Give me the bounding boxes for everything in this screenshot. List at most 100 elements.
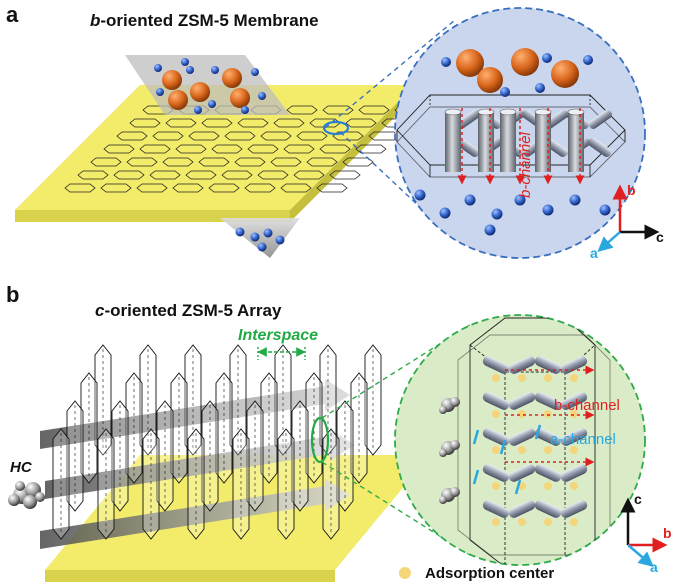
axis-b-c-label: c [634, 491, 642, 507]
grid-hexagon [211, 144, 243, 154]
large-molecule [222, 68, 242, 88]
panel-b-title: c-oriented ZSM-5 Array [95, 302, 281, 319]
adsorption-center [492, 410, 500, 418]
channel-opening [534, 108, 552, 116]
grid-hexagon [165, 118, 197, 128]
grid-hexagon [100, 183, 132, 193]
grid-hexagon [90, 157, 122, 167]
grid-hexagon [306, 157, 338, 167]
a-channel-marker [514, 479, 522, 495]
adsorption-center [518, 374, 526, 382]
adsorption-center [544, 410, 552, 418]
large-molecule [190, 82, 210, 102]
large-molecule [162, 70, 182, 90]
small-molecule [156, 88, 164, 96]
adsorption-center [570, 482, 578, 490]
grid-hexagon [257, 170, 289, 180]
grid-hexagon [198, 157, 230, 167]
small-molecule [208, 100, 216, 108]
zigzag-channel [508, 428, 536, 446]
grid-hexagon [221, 170, 253, 180]
grid-hexagon [185, 170, 217, 180]
small-molecule [258, 92, 266, 100]
grid-hexagon [234, 157, 266, 167]
zigzag-channel [534, 392, 562, 410]
grid-hexagon [345, 118, 377, 128]
grid-hexagon [237, 118, 269, 128]
panel-a-title: b-oriented ZSM-5 Membrane [90, 12, 319, 29]
grid-hexagon [273, 118, 305, 128]
small-molecule [181, 58, 189, 66]
adsorption-center [544, 374, 552, 382]
c-oriented-crystals [52, 344, 382, 540]
magnified-content-b [439, 317, 611, 565]
channel-opening [567, 108, 585, 116]
small-molecule [194, 106, 202, 114]
feed-molecules [154, 58, 266, 114]
panel-b-title-italic: c [95, 301, 105, 320]
grid-hexagon [152, 131, 184, 141]
grid-hexagon [342, 157, 374, 167]
grid-hexagon [260, 131, 292, 141]
grid-hexagon [188, 131, 220, 141]
zigzag-channel [534, 500, 562, 518]
grid-hexagon [329, 170, 361, 180]
adsorption-center-legend-label: Adsorption center [425, 565, 555, 582]
axis-b-b-label: b [663, 525, 672, 541]
grid-hexagon [283, 144, 315, 154]
zigzag-channel [456, 109, 480, 129]
grid-hexagon [358, 105, 390, 115]
grid-hexagon [77, 170, 109, 180]
hc-atom [439, 496, 447, 504]
grid-hexagon [224, 131, 256, 141]
large-molecule [168, 90, 188, 110]
grid-hexagon [316, 183, 348, 193]
channel-opening [477, 108, 495, 116]
small-molecule [186, 66, 194, 74]
axis-triad-a [597, 184, 660, 252]
grid-hexagon [332, 131, 364, 141]
adsorption-center [492, 482, 500, 490]
adsorption-center [544, 518, 552, 526]
grid-hexagon [162, 157, 194, 167]
large-molecule [230, 88, 250, 108]
adsorption-center [570, 374, 578, 382]
grid-hexagon [208, 183, 240, 193]
hc-flow-arrows [40, 379, 355, 549]
zigzag-channel [482, 356, 510, 374]
adsorption-center [570, 518, 578, 526]
hc-atom [439, 406, 447, 414]
straight-channel [568, 112, 584, 172]
flow-arrow [40, 479, 350, 549]
adsorption-center [492, 518, 500, 526]
axis-a-b-label: b [627, 182, 636, 198]
panel-a-b-channel-label: b-channel [517, 132, 534, 198]
axis-b-a-label: a [650, 559, 658, 575]
interspace-indicator [257, 347, 306, 360]
adsorption-center [570, 410, 578, 418]
zoom-line-top [324, 19, 456, 129]
grid-hexagon [286, 105, 318, 115]
a-channel-marker [499, 439, 507, 455]
adsorption-center [570, 446, 578, 454]
a-channel-marker [534, 424, 542, 440]
hc-atom [450, 487, 460, 497]
adsorption-center [492, 446, 500, 454]
grid-hexagon [296, 131, 328, 141]
channel-opening [499, 108, 517, 116]
grid-hexagon [244, 183, 276, 193]
zigzag-channel [534, 464, 562, 482]
grid-hexagon [293, 170, 325, 180]
panel-b-a-channel-label: a-channel [550, 431, 616, 448]
flow-arrow [45, 429, 355, 499]
zigzag-channel [482, 428, 510, 446]
axis-a-c-label: c [656, 229, 664, 245]
grid-hexagon [116, 131, 148, 141]
zigzag-channel [534, 428, 562, 446]
straight-channel [535, 112, 551, 172]
magnified-content-a [396, 48, 626, 236]
straight-channel [445, 112, 461, 172]
channel-opening [444, 108, 462, 116]
grid-hexagon [270, 157, 302, 167]
grid-hexagon [64, 183, 96, 193]
